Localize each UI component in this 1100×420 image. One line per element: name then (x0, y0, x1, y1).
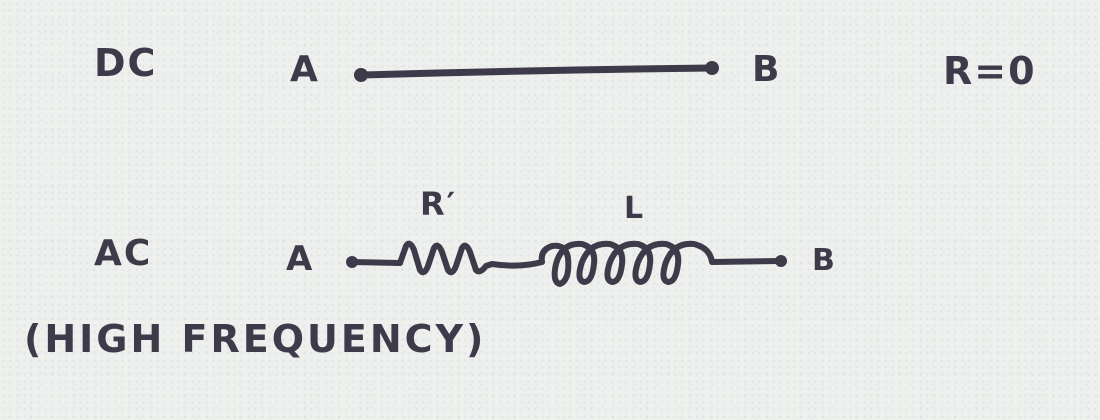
dc-wire (354, 61, 719, 82)
inductor-symbol (538, 240, 715, 287)
ac-node-a-label: A (286, 239, 315, 279)
dc-node-a-dot (354, 68, 368, 82)
ac-circuit (346, 240, 787, 287)
dc-node-b-label: B (752, 49, 782, 90)
ac-label: AC (94, 233, 153, 274)
ac-node-b-label: B (812, 243, 837, 278)
inductor-label: L (624, 191, 646, 226)
dc-node-a-label: A (290, 49, 320, 90)
resistor-label: R′ (420, 185, 458, 223)
dc-node-b-dot (705, 61, 719, 75)
high-frequency-note: (HIGH FREQUENCY) (24, 317, 487, 361)
dc-label: DC (94, 41, 158, 85)
dc-resistance-note: R=0 (943, 49, 1037, 93)
resistor-symbol (397, 240, 545, 276)
ac-node-b-dot (775, 255, 787, 267)
